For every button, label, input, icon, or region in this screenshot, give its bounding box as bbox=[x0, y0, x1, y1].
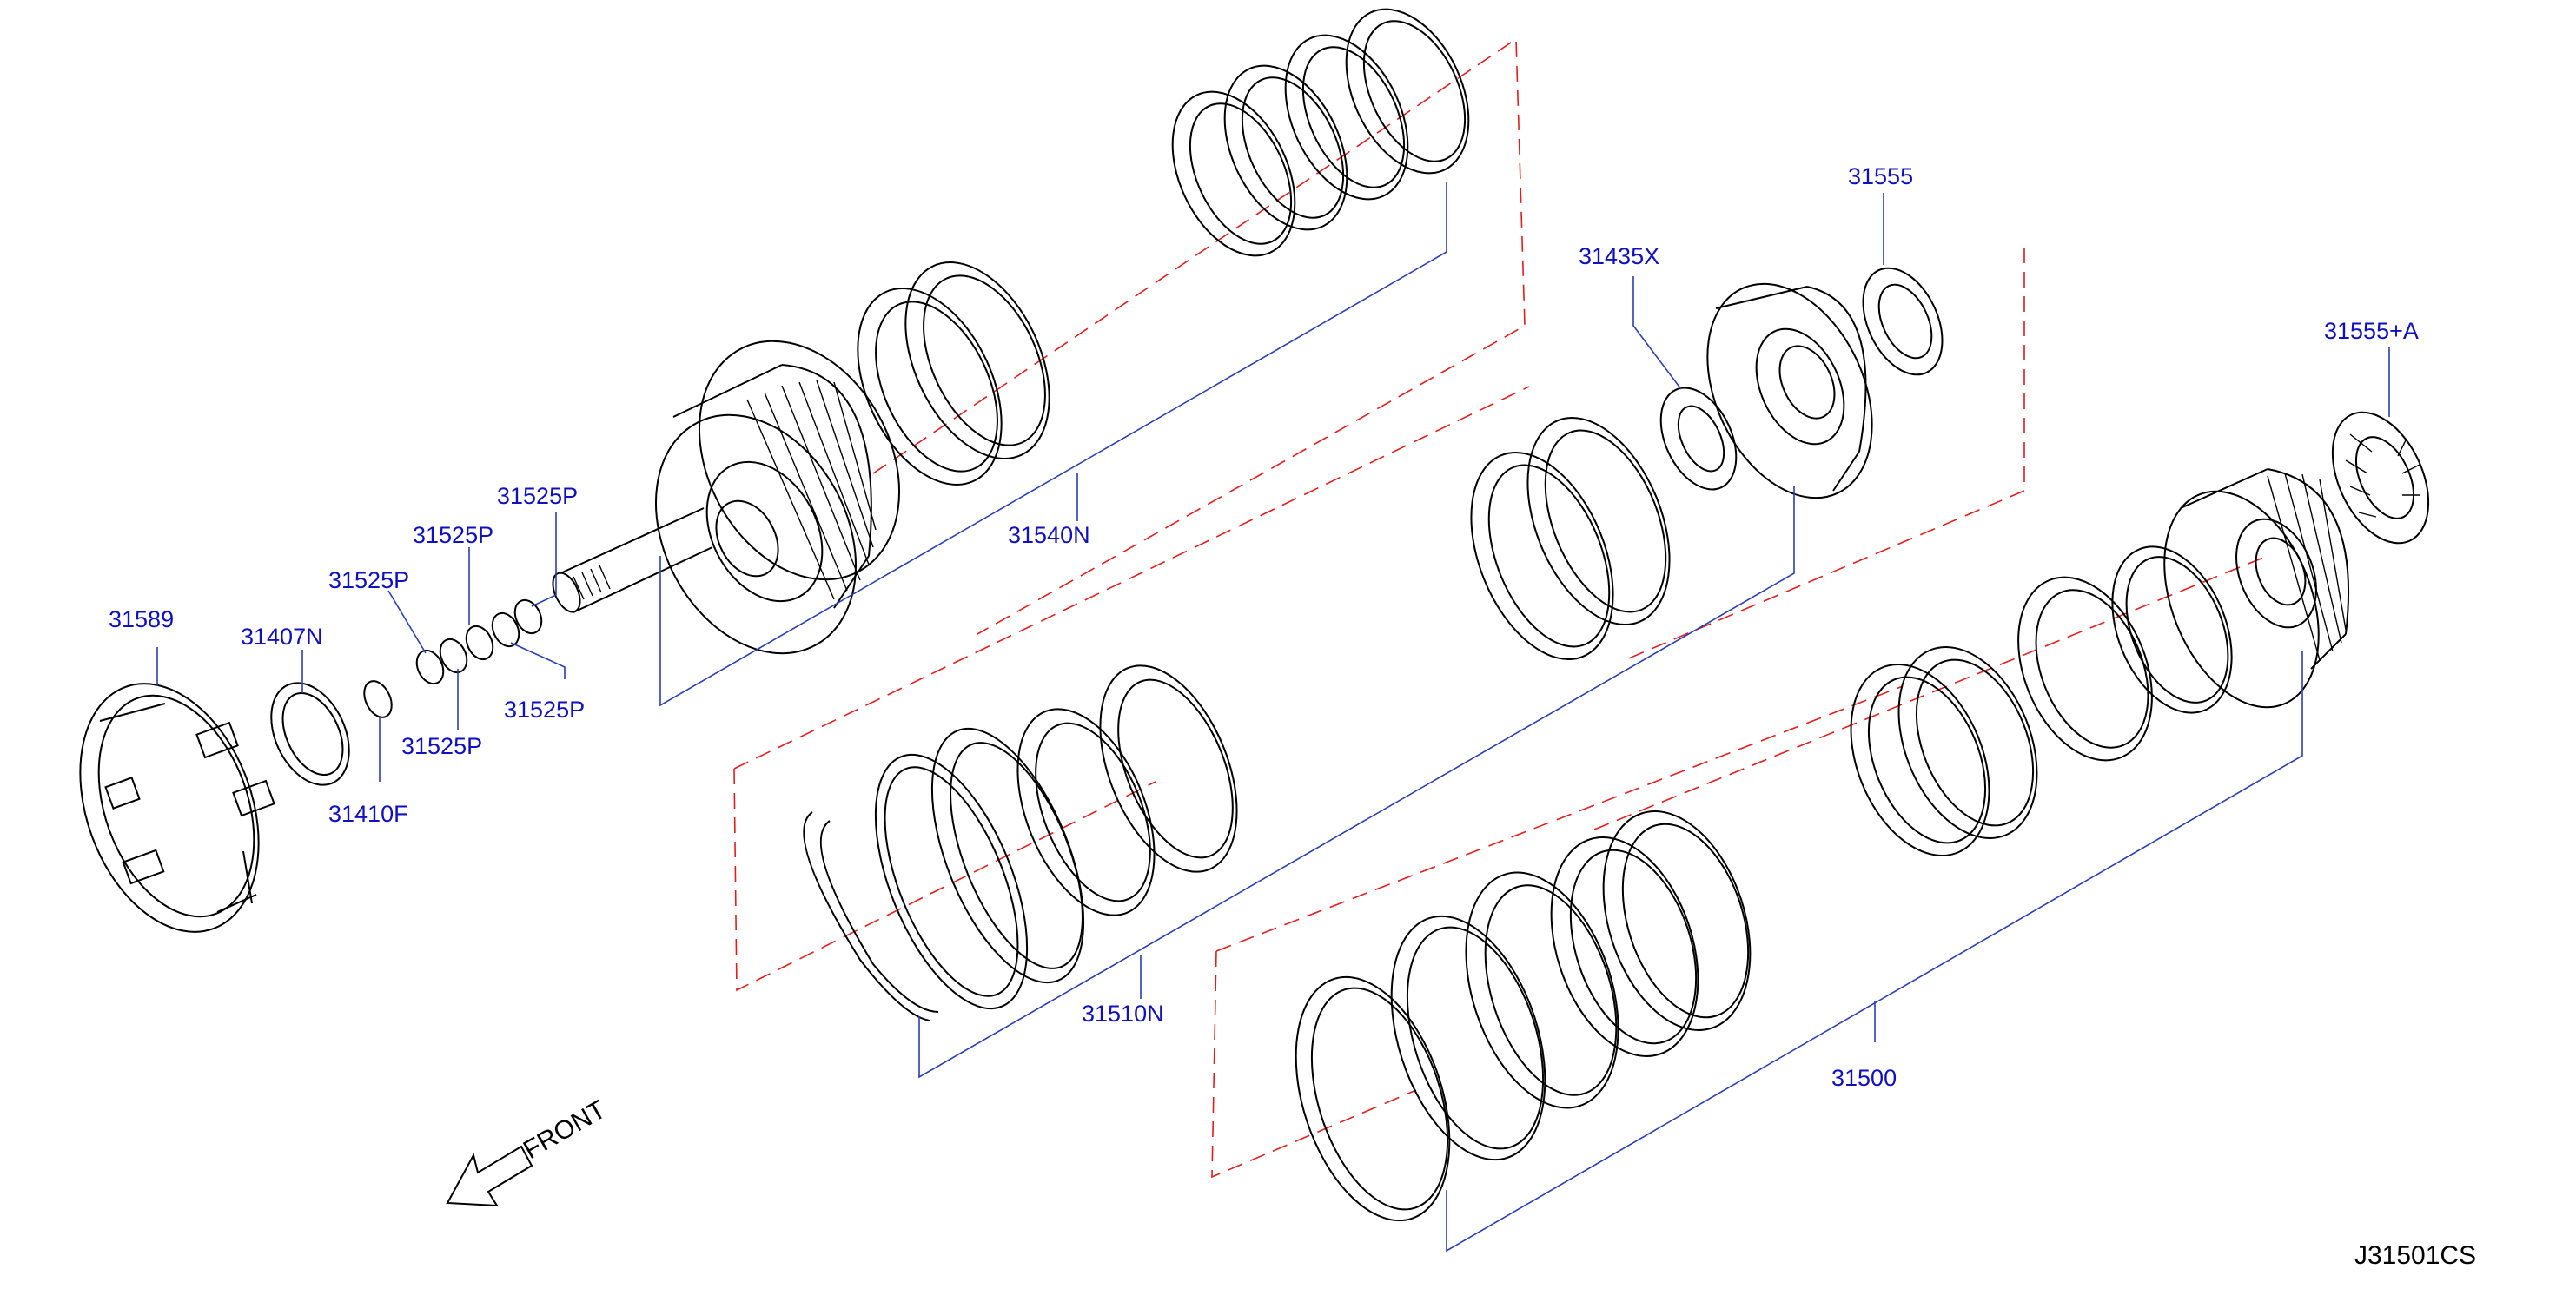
label-31555A: 31555+A bbox=[2324, 318, 2419, 344]
leader-31500 bbox=[1446, 651, 2303, 1253]
label-31525P-c: 31525P bbox=[497, 483, 578, 509]
label-31555: 31555 bbox=[1848, 163, 1913, 189]
label-31500: 31500 bbox=[1831, 1065, 1897, 1091]
label-31410F: 31410F bbox=[328, 801, 408, 827]
part-31525P-washers bbox=[415, 598, 543, 685]
label-31525P-b: 31525P bbox=[413, 522, 493, 548]
part-input-shaft-drum bbox=[552, 340, 901, 655]
label-31525P-a: 31525P bbox=[328, 567, 409, 593]
part-31410F-washer bbox=[363, 680, 393, 718]
part-31435X-thrust-washer bbox=[1659, 387, 1738, 491]
part-31589-drum-shell bbox=[79, 683, 275, 933]
group-outline-31500 bbox=[1211, 555, 2268, 1179]
part-31555A-needle-bearing bbox=[2331, 411, 2430, 545]
label-31435X: 31435X bbox=[1579, 243, 1659, 269]
leader-31525P-a bbox=[387, 590, 427, 654]
front-direction-indicator: FRONT bbox=[446, 1095, 611, 1207]
part-31500-drum bbox=[2163, 468, 2350, 709]
leader-31525P-d bbox=[510, 642, 566, 679]
group-outline-31540N bbox=[872, 37, 1526, 635]
part-clutch-hub bbox=[1706, 282, 1873, 499]
leader-31525P-c bbox=[531, 512, 557, 607]
leader-31435X bbox=[1632, 276, 1682, 390]
label-31589: 31589 bbox=[109, 606, 174, 632]
part-31407N-snap-ring bbox=[270, 682, 350, 786]
drawing-code: J31501CS bbox=[2354, 1241, 2476, 1270]
label-31525P-e: 31525P bbox=[401, 733, 482, 759]
label-31540N: 31540N bbox=[1008, 522, 1090, 548]
part-31500-clutch-pack bbox=[1295, 545, 2233, 1222]
front-label: FRONT bbox=[519, 1095, 611, 1165]
part-labels: 31589 31407N 31410F 31525P 31525P 31525P… bbox=[109, 163, 2419, 1091]
part-31540N-clutch-pack bbox=[857, 8, 1470, 486]
part-31510N-clutch-pack bbox=[803, 417, 1671, 1021]
label-31407N: 31407N bbox=[241, 624, 323, 650]
group-outlines bbox=[733, 37, 2268, 1179]
leader-31510N bbox=[918, 486, 1795, 1079]
front-arrow-icon bbox=[446, 1145, 533, 1207]
label-31510N: 31510N bbox=[1082, 1001, 1164, 1027]
group-outline-31510N bbox=[733, 248, 2025, 992]
leader-31540N bbox=[659, 182, 1447, 707]
leader-lines bbox=[156, 182, 2390, 1253]
label-31525P-d: 31525P bbox=[504, 697, 585, 723]
part-31555-bearing bbox=[1862, 267, 1944, 376]
